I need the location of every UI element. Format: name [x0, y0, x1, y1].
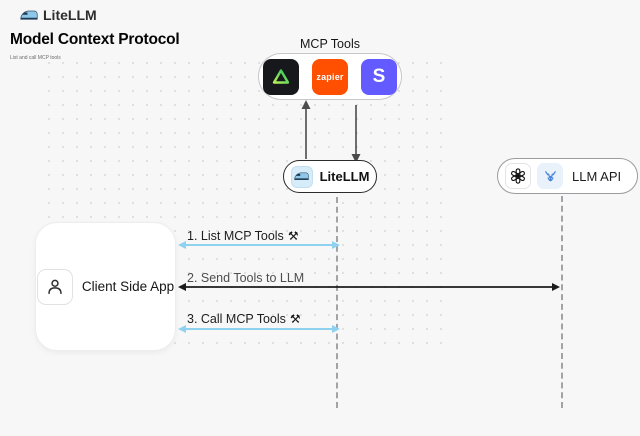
stripe-logo-text: S: [372, 65, 386, 87]
page-title: Model Context Protocol: [10, 31, 180, 48]
brand-label: LiteLLM: [43, 7, 97, 23]
step-1-text: 1. List MCP Tools: [187, 229, 284, 243]
openai-icon: [505, 163, 531, 189]
arrow-send-tools-to-llm: [178, 283, 560, 291]
step-2-text: 2. Send Tools to LLM: [187, 271, 305, 285]
person-glyph: [48, 279, 62, 294]
mcp-tools-node[interactable]: zapier S: [258, 53, 402, 100]
step-3-text: 3. Call MCP Tools: [187, 312, 286, 326]
llm-provider-glyph: [544, 170, 556, 181]
litellm-lifeline: [336, 197, 338, 408]
mcp-tools-label: MCP Tools: [300, 37, 360, 51]
stripe-logo-icon[interactable]: S: [361, 58, 397, 95]
step-1-label: 1. List MCP Tools ⚒: [187, 229, 299, 243]
openai-glyph: [511, 168, 525, 184]
litellm-node[interactable]: LiteLLM: [283, 160, 377, 193]
page-subtitle: List and call MCP tools: [10, 55, 61, 61]
green-triangle-logo-icon[interactable]: [263, 58, 299, 95]
arrow-list-mcp-tools: [178, 241, 340, 249]
brand: LiteLLM: [20, 7, 97, 23]
llm-api-lifeline: [561, 196, 563, 408]
client-side-app-node[interactable]: Client Side App: [35, 222, 176, 351]
step-3-label: 3. Call MCP Tools ⚒: [187, 312, 301, 326]
litellm-icon: [290, 165, 313, 188]
client-side-app-label: Client Side App: [81, 279, 175, 294]
tools-icon: ⚒: [287, 229, 299, 243]
litellm-train-glyph: [294, 172, 309, 180]
litellm-logo-icon: [20, 10, 38, 20]
llm-api-node-label: LLM API: [572, 168, 622, 184]
arrow-litellm-to-mcp-up: [301, 100, 311, 159]
llm-api-node[interactable]: LLM API: [497, 158, 638, 194]
user-icon: [36, 268, 73, 305]
zapier-logo-icon[interactable]: zapier: [312, 58, 348, 95]
step-2-label: 2. Send Tools to LLM: [187, 271, 304, 285]
arrow-mcp-to-litellm-down: [351, 105, 361, 163]
litellm-node-label: LiteLLM: [319, 169, 370, 184]
green-triangle-glyph: [272, 68, 290, 84]
tools-icon: ⚒: [289, 312, 301, 326]
arrow-call-mcp-tools: [178, 325, 340, 333]
llm-provider-icon: [537, 163, 563, 189]
zapier-logo-text: zapier: [316, 71, 344, 82]
